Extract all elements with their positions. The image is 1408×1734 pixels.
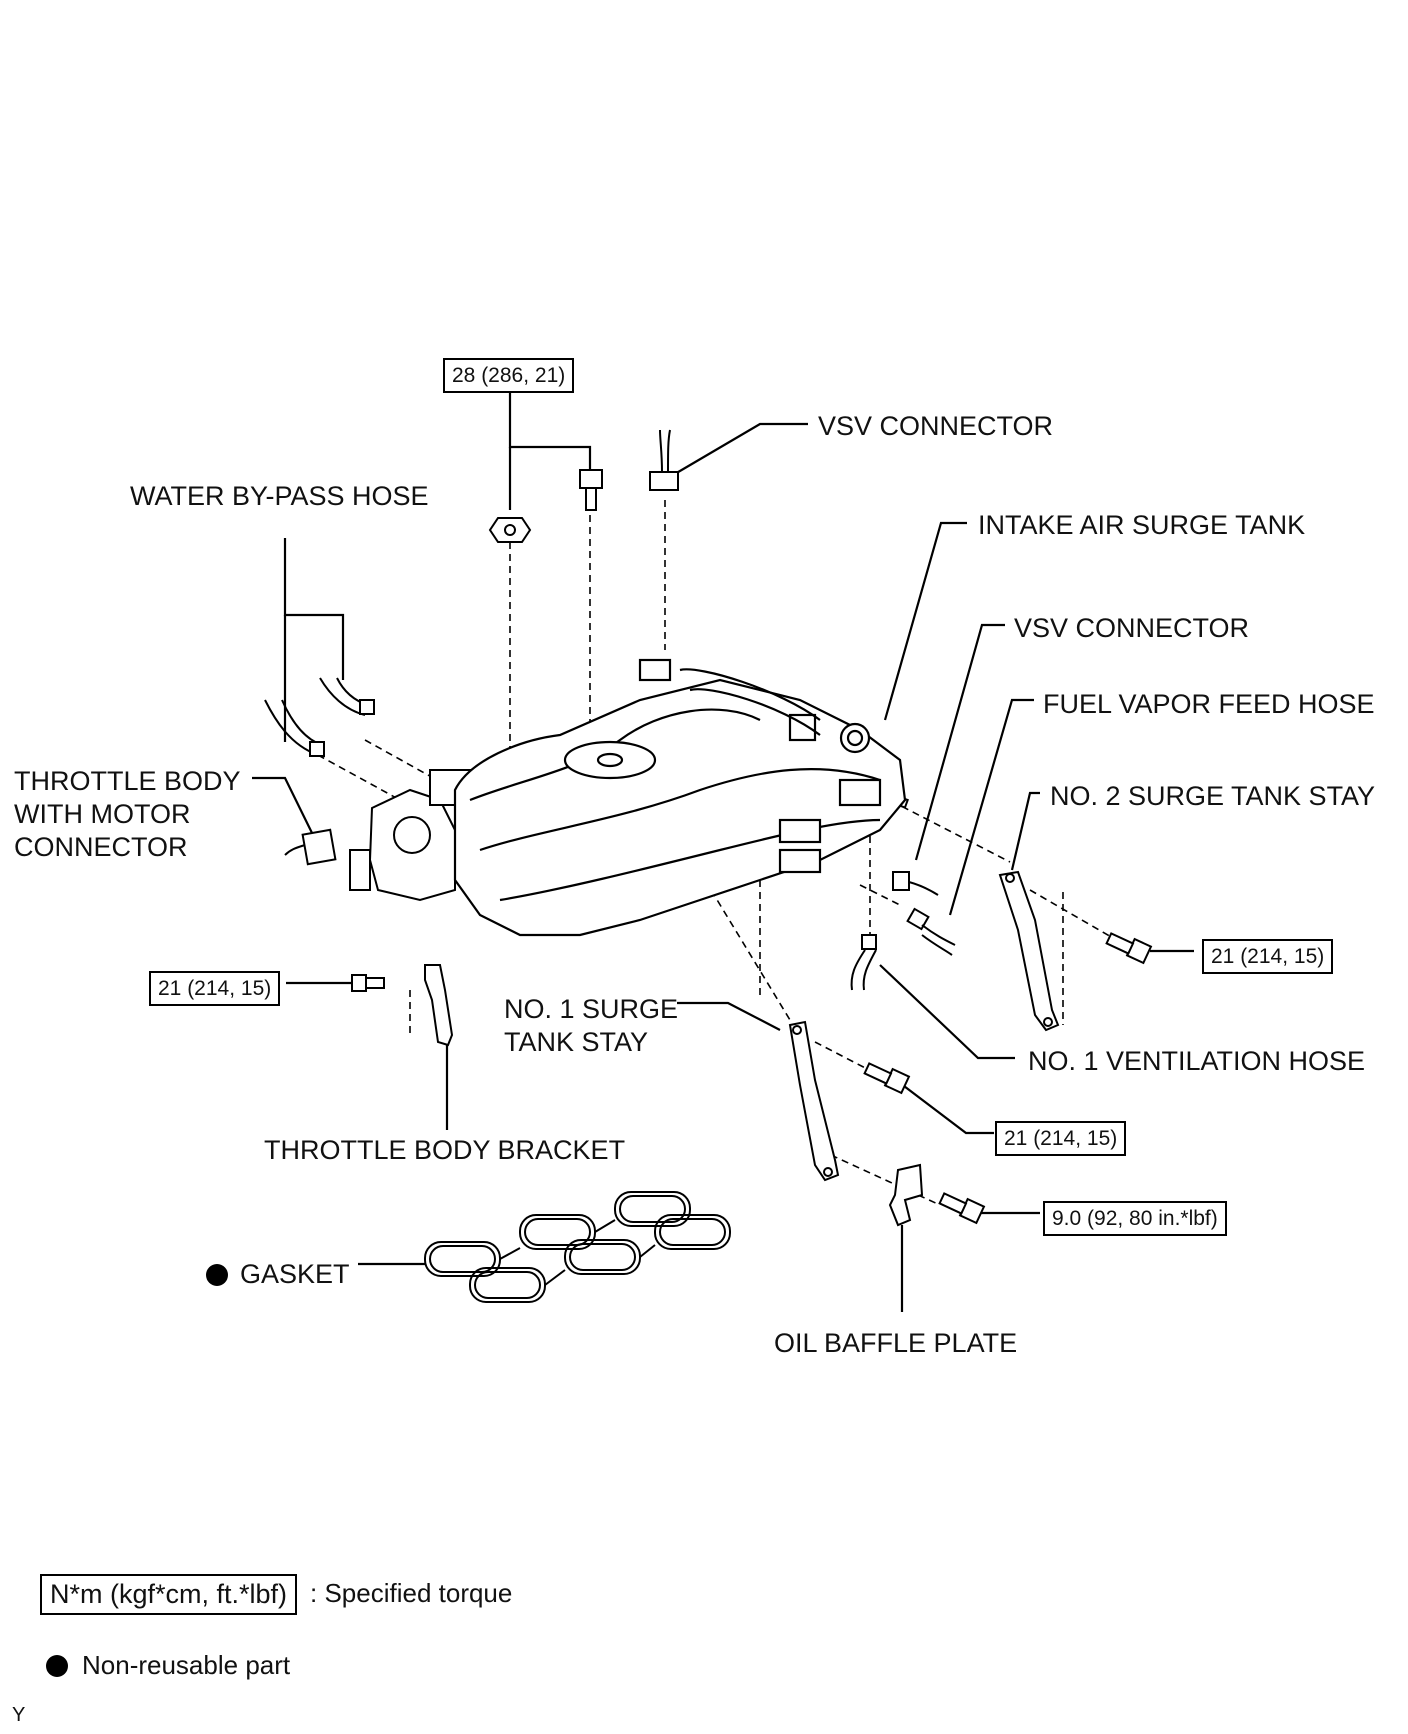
label-no1-ventilation-hose: NO. 1 VENTILATION HOSE — [1028, 1046, 1366, 1076]
torque-left-bracket: 21 (214, 15) — [149, 971, 281, 1007]
label-throttle-body-1: THROTTLE BODY — [14, 766, 241, 796]
torque-baffle: 9.0 (92, 80 in.*lbf) — [1043, 1201, 1227, 1237]
label-no1-surge-2: TANK STAY — [504, 1027, 649, 1057]
legend-torque-box: N*m (kgf*cm, ft.*lbf) — [40, 1574, 298, 1615]
label-throttle-body-3: CONNECTOR — [14, 832, 188, 862]
leader-fuel-vapor — [948, 698, 1034, 916]
throttle-motor-connector — [301, 828, 337, 866]
oil-baffle-plate-part — [888, 1163, 924, 1227]
leader-no2-stay — [1010, 791, 1040, 871]
label-vsv-connector-top: VSV CONNECTOR — [818, 411, 1054, 441]
throttle-body-bracket-part — [424, 964, 454, 1047]
no1-surge-tank-stay — [788, 1020, 840, 1182]
label-fuel-vapor-feed-hose: FUEL VAPOR FEED HOSE — [1043, 689, 1375, 719]
torque-center-stay: 21 (214, 15) — [995, 1121, 1127, 1157]
torque-right-stay: 21 (214, 15) — [1202, 939, 1334, 975]
figure-code: Y — [12, 1704, 26, 1726]
label-oil-baffle-plate: OIL BAFFLE PLATE — [774, 1328, 1018, 1358]
label-vsv-connector-right: VSV CONNECTOR — [1014, 613, 1250, 643]
legend-nonreusable-text: Non-reusable part — [82, 1650, 291, 1680]
label-throttle-body-2: WITH MOTOR — [14, 799, 191, 829]
leader-ventilation — [879, 964, 1015, 1060]
label-no1-surge-1: NO. 1 SURGE — [504, 994, 679, 1024]
ventilation-hose-end — [861, 934, 877, 950]
vsv-top-connector — [649, 471, 679, 491]
vsv-right-connector — [892, 871, 910, 891]
nonreusable-dot-gasket — [206, 1264, 228, 1286]
no2-surge-tank-stay — [998, 870, 1060, 1032]
torque-top-nut: 28 (286, 21) — [443, 358, 575, 394]
leader-water-bypass — [283, 538, 345, 680]
legend-torque-text: : Specified torque — [310, 1578, 513, 1608]
label-water-bypass-hose: WATER BY-PASS HOSE — [130, 481, 429, 511]
leader-throttle-body — [252, 776, 314, 836]
leader-center-torque — [899, 1082, 994, 1135]
left-bracket-bolt — [351, 974, 367, 992]
gasket-part — [424, 1191, 731, 1303]
leader-top-torque — [508, 391, 592, 470]
leader-no1-stay — [677, 1001, 781, 1031]
legend-nonreusable-dot — [46, 1655, 68, 1677]
intake-air-surge-tank — [453, 678, 907, 937]
label-intake-air-surge-tank: INTAKE AIR SURGE TANK — [978, 510, 1306, 540]
label-gasket: GASKET — [240, 1259, 350, 1289]
label-throttle-body-bracket: THROTTLE BODY BRACKET — [264, 1135, 626, 1165]
leader-vsv-right — [914, 623, 1005, 861]
top-bolt-head — [579, 469, 603, 489]
leader-surge-tank — [883, 521, 967, 721]
fuel-vapor-hose-end — [906, 907, 930, 931]
label-no2-surge-tank-stay: NO. 2 SURGE TANK STAY — [1050, 781, 1376, 811]
leader-vsv-top — [667, 422, 808, 479]
